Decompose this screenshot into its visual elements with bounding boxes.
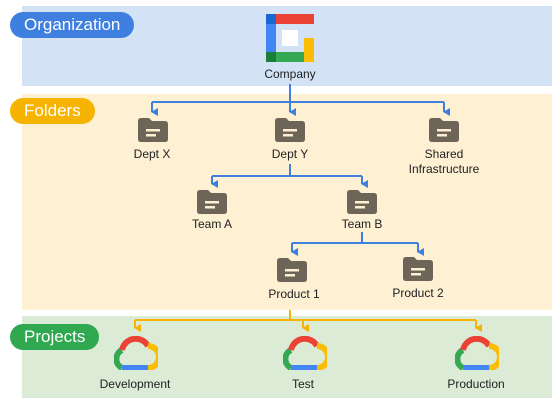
production-label: Production — [447, 377, 505, 391]
team-b-label: Team B — [341, 217, 383, 231]
dept-y-label: Dept Y — [271, 147, 309, 161]
organization-pill: Organization — [10, 12, 135, 38]
folder-icon-product-1 — [277, 258, 307, 287]
test-label: Test — [291, 377, 315, 391]
google-cloud-icon-development — [113, 335, 162, 375]
product-1-label: Product 1 — [268, 287, 320, 301]
folder-icon-shared-infrastructure — [429, 118, 459, 147]
folder-icon-team-a — [197, 190, 227, 219]
product-2-label: Product 2 — [392, 286, 444, 300]
folder-icon-product-2 — [403, 257, 433, 286]
dept-x-label: Dept X — [133, 147, 171, 161]
google-cloud-icon-test — [282, 335, 331, 375]
folders-pill: Folders — [10, 98, 95, 124]
edge-company-to-depts — [151, 84, 450, 116]
development-label: Development — [99, 377, 171, 391]
edge-depty-to-teams — [211, 164, 368, 188]
shared-infrastructure-label: Shared Infrastructure — [408, 147, 480, 176]
folder-icon-team-b — [347, 190, 377, 219]
google-cloud-organization-icon — [266, 14, 314, 67]
projects-pill: Projects — [10, 324, 100, 350]
team-a-label: Team A — [191, 217, 233, 231]
edge-teamb-to-products — [291, 232, 424, 256]
google-cloud-icon-production — [454, 335, 503, 375]
edge-folders-to-projects — [134, 310, 482, 332]
folder-icon-dept-y — [275, 118, 305, 147]
company-label: Company — [264, 67, 316, 81]
folder-icon-dept-x — [138, 118, 168, 147]
